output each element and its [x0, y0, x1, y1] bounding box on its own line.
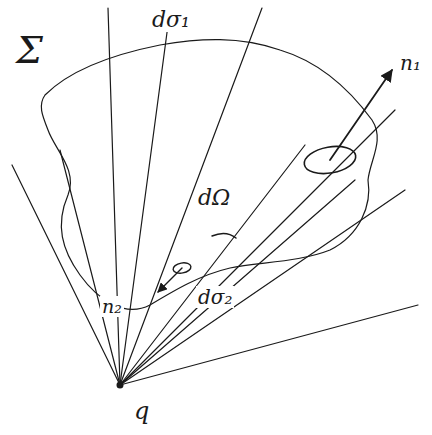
- charge-label: q: [132, 398, 151, 424]
- field-rays: [12, 8, 418, 385]
- solid-angle-label: dΩ: [196, 186, 232, 210]
- normal-label: n₁: [398, 52, 423, 74]
- normal-arrow: [330, 70, 392, 160]
- point-charge: [117, 382, 124, 389]
- area-label: dσ₁: [150, 8, 192, 32]
- solid-angle-cone: [120, 143, 358, 385]
- normal-arrow: [158, 268, 182, 292]
- surface-label: Σ: [14, 30, 45, 70]
- area-label: dσ₂: [196, 286, 234, 308]
- normal-label: n₂: [100, 296, 124, 317]
